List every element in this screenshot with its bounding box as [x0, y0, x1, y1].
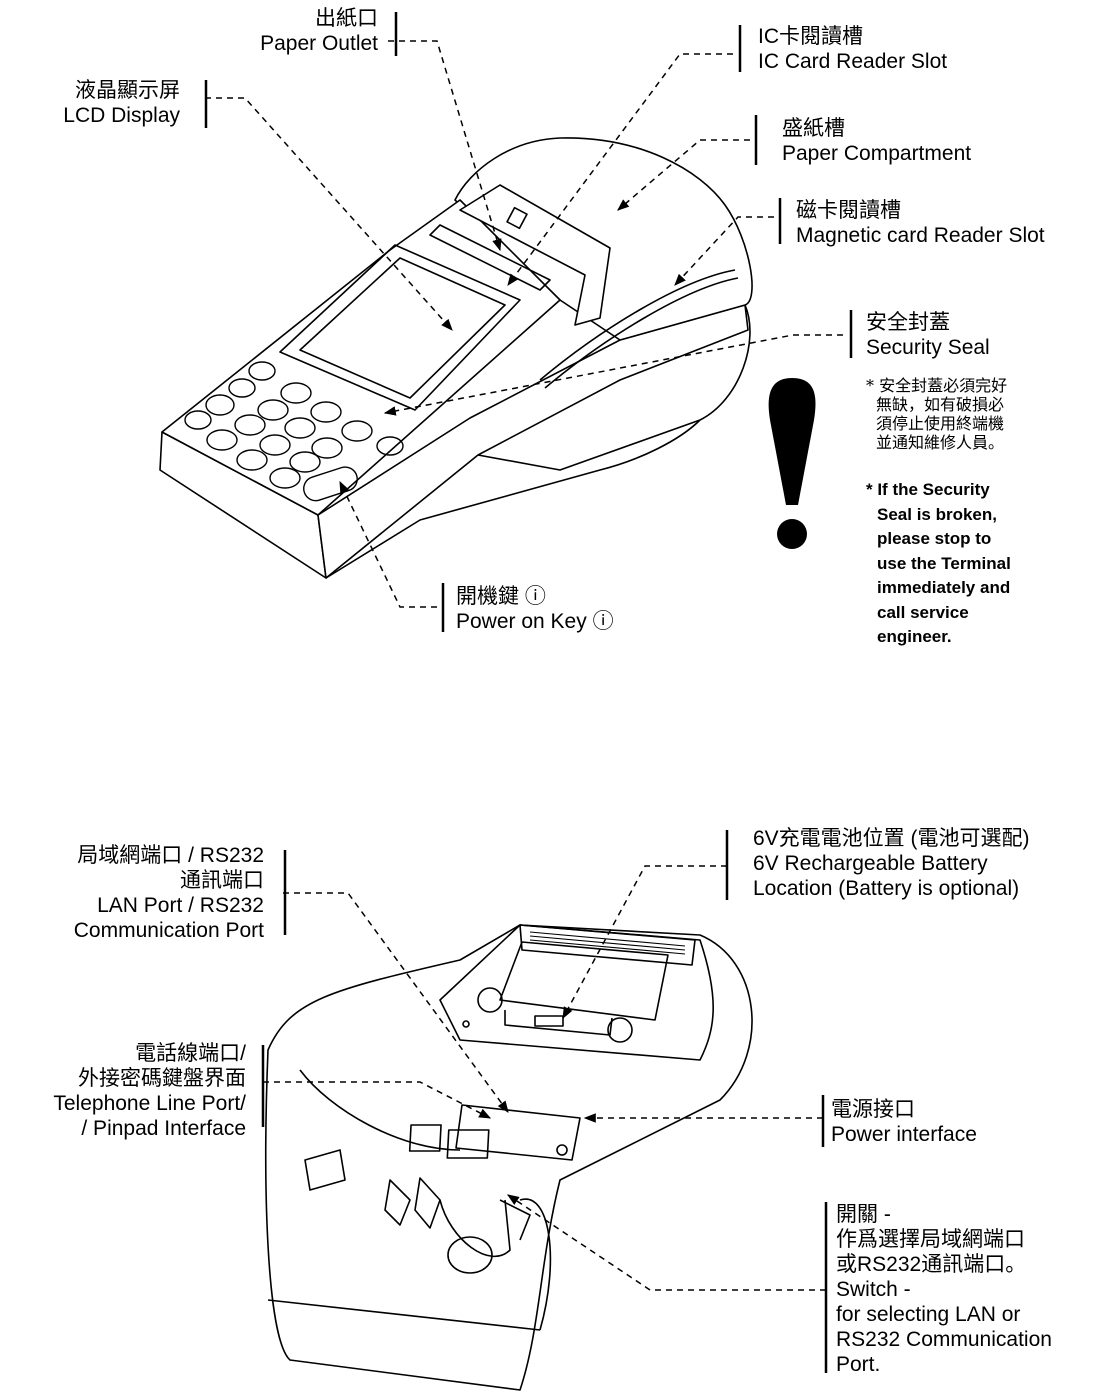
warning-note-en: * If the Security Seal is broken, please…	[866, 478, 1011, 650]
label-switch-line: RS232 Communication	[836, 1328, 1052, 1351]
label-lan-port-line: 通訊端口	[180, 869, 264, 892]
top-label-ticks	[204, 12, 853, 632]
label-paper-compartment-zh: 盛紙槽	[782, 117, 845, 140]
label-power-interface-line: 電源接口	[831, 1098, 915, 1121]
top-leader-lines	[205, 40, 843, 608]
warning-note-zh: * 安全封蓋必須完好 無缺，如有破損必 須停止使用終端機 並通知維修人員。	[866, 376, 1007, 452]
label-lan-port-line: 局域網端口 / RS232	[77, 844, 264, 867]
label-power-key-en: Power on Key ⓘ	[456, 610, 614, 633]
label-switch-line: for selecting LAN or	[836, 1303, 1021, 1326]
label-security-seal: 安全封蓋 Security Seal	[866, 310, 990, 360]
label-switch-line: Switch -	[836, 1278, 911, 1301]
label-magnetic-slot-zh: 磁卡閱讀槽	[796, 199, 901, 222]
label-battery-line: Location (Battery is optional)	[753, 877, 1020, 900]
label-switch-line: Port.	[836, 1353, 881, 1376]
label-switch-line: 開關 -	[836, 1203, 891, 1226]
label-paper-compartment-en: Paper Compartment	[782, 142, 972, 165]
label-lan-port-line: LAN Port / RS232	[97, 894, 264, 917]
label-ic-card-slot-en: IC Card Reader Slot	[758, 50, 948, 73]
warning-en-line: call service	[877, 602, 969, 622]
label-switch-line: 作爲選擇局域網端口	[836, 1228, 1025, 1251]
warning-en-line: Seal is broken,	[877, 504, 997, 524]
label-telephone-port-line: Telephone Line Port/	[53, 1092, 246, 1115]
warning-zh-line: 無缺，如有破損必	[876, 395, 1005, 414]
warning-zh-line: 須停止使用終端機	[876, 414, 1005, 433]
label-telephone-port-line: 外接密碼鍵盤界面	[78, 1067, 246, 1090]
bottom-label-ticks	[261, 830, 828, 1373]
label-security-seal-zh: 安全封蓋	[866, 311, 950, 334]
label-lan-port-line: Communication Port	[73, 919, 264, 942]
label-lcd-display-en: LCD Display	[63, 104, 180, 127]
warning-en-line: immediately and	[877, 578, 1011, 597]
warning-en-line: engineer.	[877, 627, 952, 646]
label-lan-port: 局域網端口 / RS232 通訊端口 LAN Port / RS232 Comm…	[10, 843, 264, 943]
label-paper-compartment: 盛紙槽 Paper Compartment	[782, 116, 971, 166]
warning-en-line: use the Terminal	[877, 553, 1011, 573]
label-switch-line: 或RS232通訊端口。	[836, 1253, 1027, 1276]
label-telephone-port-line: / Pinpad Interface	[81, 1117, 246, 1140]
warning-en-line: * If the Security	[866, 480, 990, 499]
label-power-interface: 電源接口 Power interface	[831, 1097, 977, 1147]
terminal-front-illustration	[159, 137, 753, 579]
label-lcd-display: 液晶顯示屏 LCD Display	[20, 78, 180, 128]
label-battery: 6V充電電池位置 (電池可選配) 6V Rechargeable Battery…	[753, 826, 1030, 901]
label-security-seal-en: Security Seal	[866, 336, 990, 359]
bottom-leader-lines	[263, 865, 826, 1291]
label-lcd-display-zh: 液晶顯示屏	[75, 79, 180, 102]
label-telephone-port-line: 電話線端口/	[135, 1042, 246, 1065]
warning-exclamation-icon	[768, 378, 816, 549]
warning-zh-line: 並通知維修人員。	[876, 433, 1005, 452]
label-paper-outlet-zh: 出紙口	[315, 7, 378, 30]
label-ic-card-slot: IC卡閱讀槽 IC Card Reader Slot	[758, 24, 947, 74]
label-power-interface-line: Power interface	[831, 1123, 977, 1146]
label-paper-outlet: 出紙口 Paper Outlet	[220, 6, 378, 56]
label-battery-line: 6V Rechargeable Battery	[753, 852, 988, 875]
label-power-key: 開機鍵 ⓘ Power on Key ⓘ	[456, 584, 614, 634]
label-magnetic-slot: 磁卡閱讀槽 Magnetic card Reader Slot	[796, 198, 1045, 248]
label-battery-line: 6V充電電池位置 (電池可選配)	[753, 827, 1030, 850]
label-switch: 開關 - 作爲選擇局域網端口 或RS232通訊端口。 Switch - for …	[836, 1202, 1052, 1377]
label-power-key-zh: 開機鍵 ⓘ	[456, 585, 546, 608]
terminal-rear-illustration	[265, 924, 753, 1391]
label-magnetic-slot-en: Magnetic card Reader Slot	[796, 224, 1045, 247]
warning-en-line: please stop to	[877, 529, 992, 548]
warning-zh-line: * 安全封蓋必須完好	[866, 376, 1008, 395]
label-paper-outlet-en: Paper Outlet	[260, 32, 378, 55]
label-ic-card-slot-zh: IC卡閱讀槽	[758, 25, 863, 48]
label-telephone-port: 電話線端口/ 外接密碼鍵盤界面 Telephone Line Port/ / P…	[0, 1041, 246, 1141]
